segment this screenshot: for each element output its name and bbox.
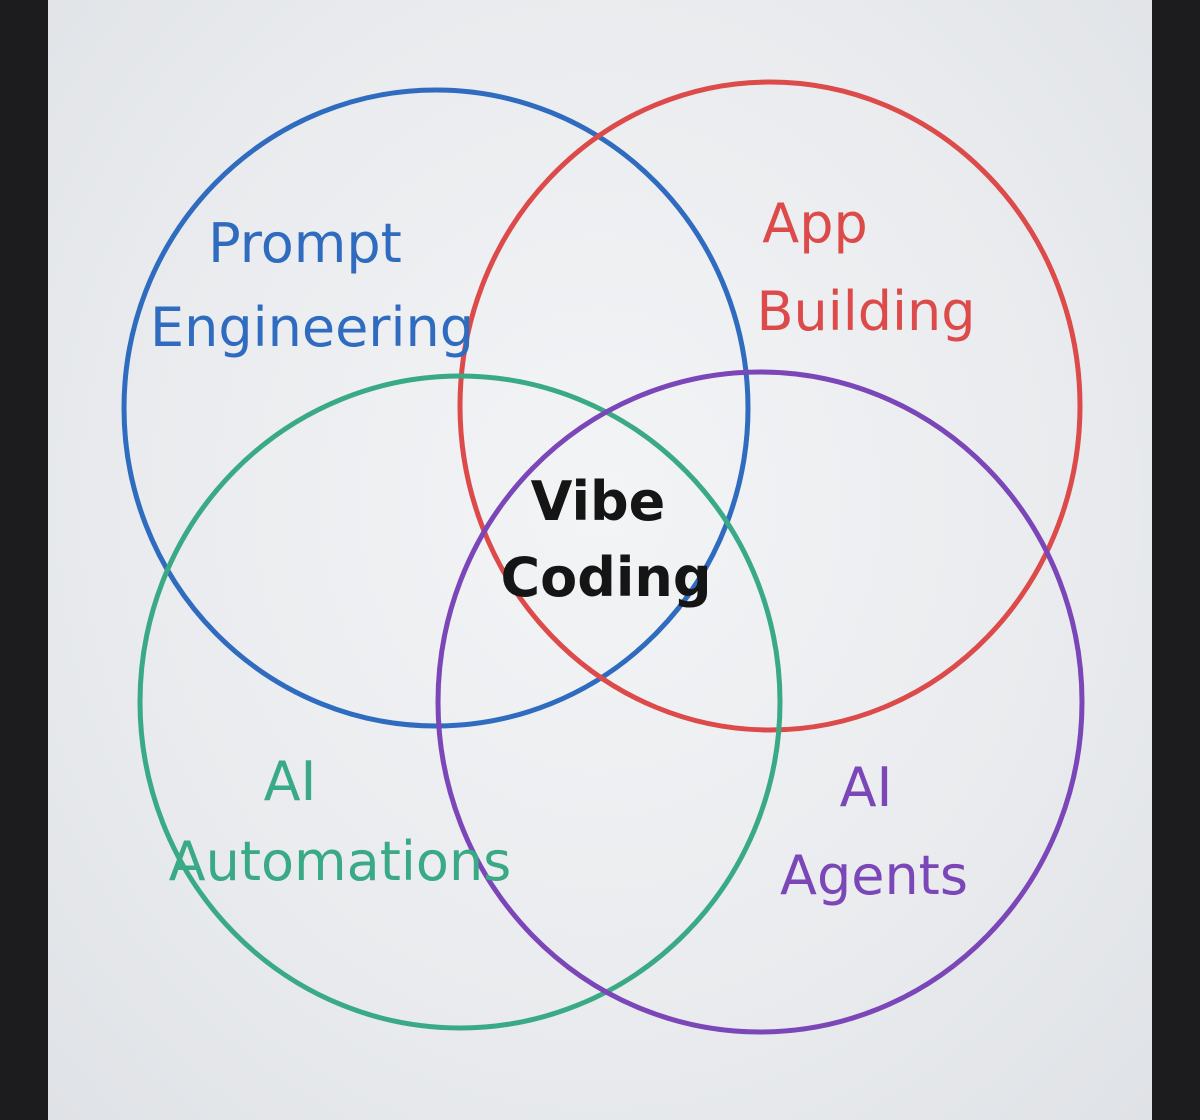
- app-building-label-line1: App: [762, 192, 868, 255]
- ai-agents-label-line1: AI: [840, 756, 893, 819]
- ai-agents-label-line2: Agents: [780, 844, 968, 907]
- vibe-coding-label-line2: Coding: [501, 546, 712, 609]
- ai-automations-label-line2: Automations: [169, 830, 512, 893]
- ai-automations-circle: [137, 373, 783, 1031]
- prompt-engineering-label-line2: Engineering: [150, 296, 474, 359]
- prompt-engineering-label-line1: Prompt: [208, 212, 402, 275]
- prompt-engineering-circle: [121, 87, 751, 729]
- ai-automations-label-line1: AI: [264, 750, 317, 813]
- app-building-label-line2: Building: [756, 280, 975, 343]
- ai-agents-circle: [435, 369, 1085, 1035]
- app-building-circle: [457, 79, 1083, 733]
- vibe-coding-label-line1: Vibe: [531, 470, 666, 533]
